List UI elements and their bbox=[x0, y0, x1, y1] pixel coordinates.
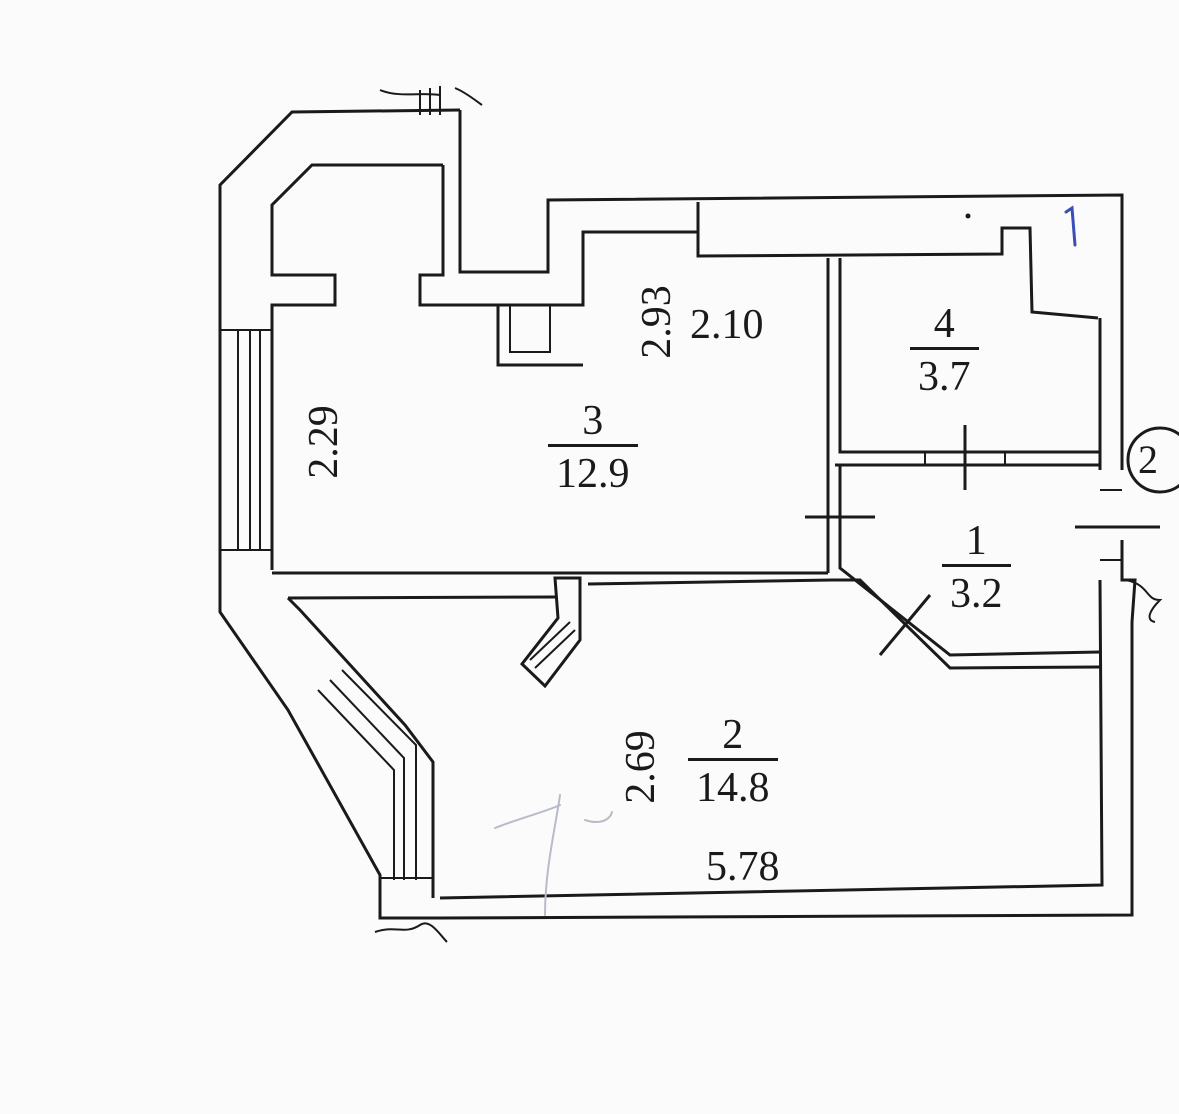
axis-marker-text: 2 bbox=[1138, 437, 1158, 482]
pen-annotation bbox=[1064, 205, 1077, 247]
room-4-area: 3.7 bbox=[918, 354, 971, 400]
room-1-label: 1 3.2 bbox=[942, 520, 1011, 615]
room-1-number: 1 bbox=[965, 518, 987, 564]
room-3-label: 3 12.9 bbox=[548, 400, 638, 495]
room-2-area: 14.8 bbox=[696, 765, 770, 811]
dim-room3-width: 2.10 bbox=[690, 302, 764, 348]
pencil-marks bbox=[494, 794, 613, 916]
door-marks bbox=[805, 425, 1160, 656]
room-2-label: 2 14.8 bbox=[688, 714, 778, 809]
dim-room2-width: 5.78 bbox=[706, 844, 780, 890]
room-4-number: 4 bbox=[933, 301, 955, 347]
dim-room2-side: 2.69 bbox=[618, 730, 664, 804]
room-2-number: 2 bbox=[722, 712, 744, 758]
room-1-area: 3.2 bbox=[950, 571, 1003, 617]
room-3-number: 3 bbox=[582, 398, 604, 444]
dim-room3-height: 2.93 bbox=[634, 285, 680, 359]
room-4-label: 4 3.7 bbox=[910, 303, 979, 398]
outer-wall bbox=[218, 86, 1163, 943]
dim-room3-side: 2.29 bbox=[301, 405, 347, 479]
axis-marker-circle bbox=[1126, 426, 1179, 494]
room-3-area: 12.9 bbox=[556, 451, 630, 497]
